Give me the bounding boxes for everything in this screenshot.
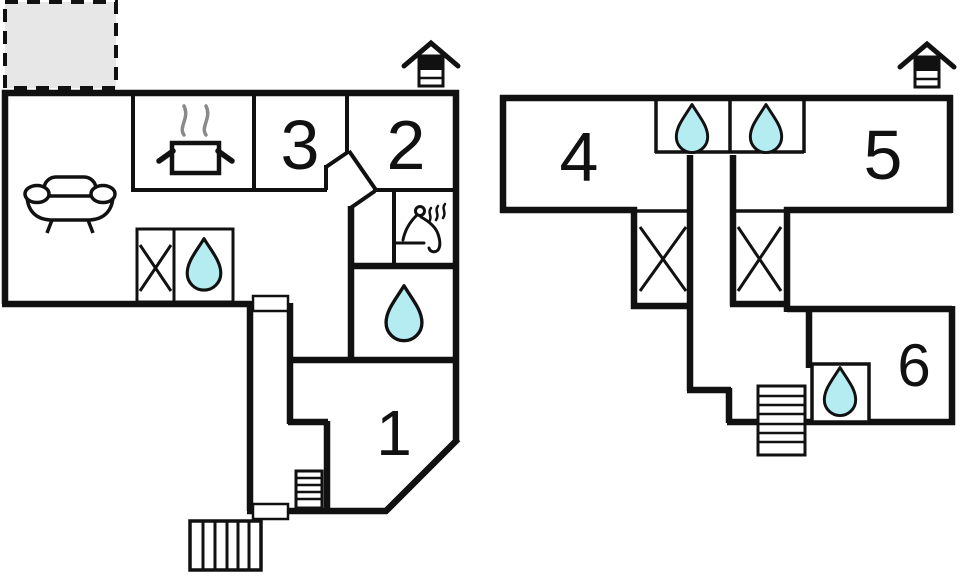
room-4-label: 4 [560, 118, 599, 196]
room-5-label: 5 [864, 116, 903, 194]
room-6-label: 6 [897, 332, 930, 399]
ground-floor-plan: 3 2 1 [1, 0, 461, 572]
room-2-label: 2 [387, 106, 426, 184]
wardrobe-x-icon [135, 227, 176, 304]
room-3-label: 3 [281, 106, 320, 184]
terrace-steps [188, 519, 263, 572]
water-drop-icon [748, 103, 784, 155]
dashed-annex-area [3, 0, 118, 90]
chimney-icon [404, 43, 458, 86]
room-1-label: 1 [376, 397, 412, 469]
sauna-icon [392, 202, 447, 254]
ground-floor-walls-thin [131, 90, 456, 266]
door-marker [251, 294, 290, 313]
door-marker [251, 502, 290, 521]
indoor-staircase [294, 469, 324, 510]
wardrobe-x-icon [638, 226, 688, 292]
chimney-icon [900, 44, 954, 87]
water-drop-icon [384, 284, 424, 343]
upper-floor-walls-thick [499, 94, 956, 426]
cooking-pot-icon [156, 104, 235, 176]
upper-floor-plan: 4 5 6 [499, 44, 956, 457]
upper-floor-walls-thin [637, 98, 806, 213]
water-drop-icon [674, 103, 710, 155]
ground-floor-walls-thick [1, 89, 461, 515]
entry-staircase [756, 384, 807, 457]
sofa-icon [23, 175, 117, 234]
wardrobe-x-icon [736, 226, 783, 292]
